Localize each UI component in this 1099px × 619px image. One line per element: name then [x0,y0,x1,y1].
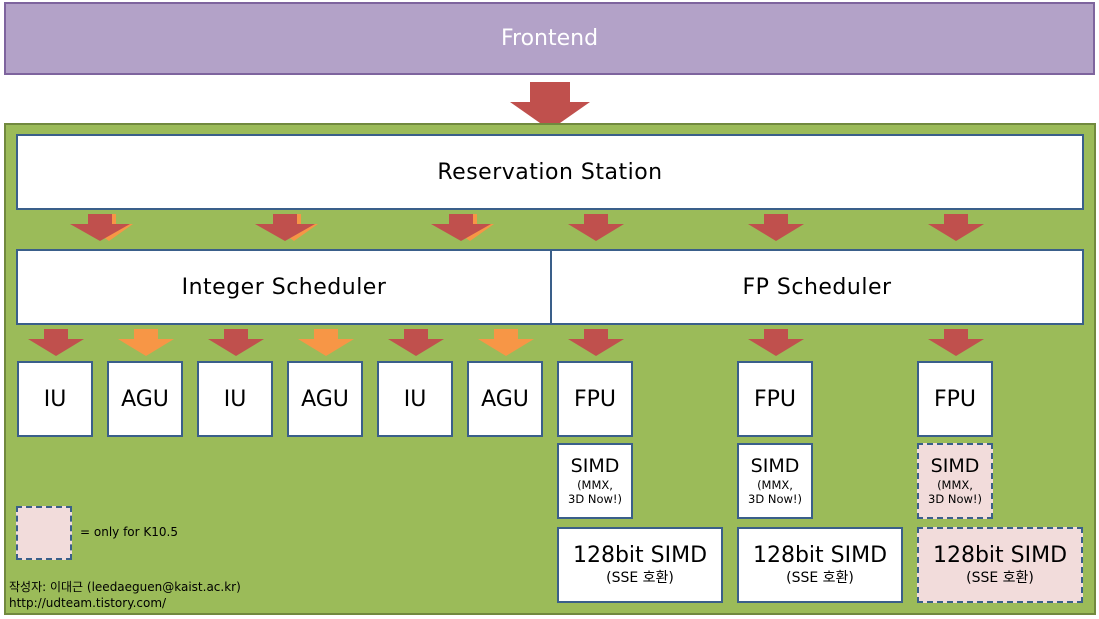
legend-swatch [16,506,72,560]
iu-unit-3: IU [377,361,453,437]
fpu-unit-3: FPU [917,361,993,437]
rs-arrow-4 [568,214,624,241]
rs-arrow-5 [748,214,804,241]
simd128-unit-1: 128bit SIMD (SSE 호환) [557,527,723,603]
simd-sub-1: (MMX, [757,478,793,492]
simd-unit-1: SIMD (MMX, 3D Now!) [557,443,633,519]
agu-arrow-2 [298,329,354,356]
simd128-title: 128bit SIMD [932,543,1068,568]
author-url: http://udteam.tistory.com/ [9,596,167,610]
agu-unit-2: AGU [287,361,363,437]
author-line: 작성자: 이대근 (leedaeguen@kaist.ac.kr) [9,580,241,594]
simd128-unit-2: 128bit SIMD (SSE 호환) [737,527,903,603]
iu-arrow-1 [28,329,84,356]
fpu-unit-2: FPU [737,361,813,437]
simd-sub-1: (MMX, [577,478,613,492]
fpu-arrow-2 [748,329,804,356]
simd-sub-2: 3D Now!) [568,492,622,506]
fpu-arrow-1 [568,329,624,356]
simd128-sub: (SSE 호환) [966,570,1034,586]
iu-arrow-2 [208,329,264,356]
author-credit: 작성자: 이대근 (leedaeguen@kaist.ac.kr) http:/… [9,579,241,611]
frontend-block: Frontend [4,2,1095,75]
simd128-sub: (SSE 호환) [786,570,854,586]
simd128-unit-3-k105: 128bit SIMD (SSE 호환) [917,527,1083,603]
fpu-arrow-3 [928,329,984,356]
fpu-unit-1: FPU [557,361,633,437]
simd-title: SIMD [930,455,980,477]
agu-unit-3: AGU [467,361,543,437]
simd-title: SIMD [750,455,800,477]
simd128-title: 128bit SIMD [752,543,888,568]
simd-title: SIMD [570,455,620,477]
simd-unit-3-k105: SIMD (MMX, 3D Now!) [917,443,993,519]
iu-unit-2: IU [197,361,273,437]
simd-sub-2: 3D Now!) [748,492,802,506]
rs-arrow-3 [431,214,494,241]
integer-scheduler: Integer Scheduler [16,249,552,325]
agu-arrow-3 [478,329,534,356]
fp-scheduler: FP Scheduler [550,249,1084,325]
reservation-station: Reservation Station [16,134,1084,210]
simd-sub-1: (MMX, [937,478,973,492]
simd-unit-2: SIMD (MMX, 3D Now!) [737,443,813,519]
simd-sub-2: 3D Now!) [928,492,982,506]
rs-arrow-1 [70,214,133,241]
rs-arrow-6 [928,214,984,241]
frontend-arrow [510,82,590,130]
agu-arrow-1 [118,329,174,356]
legend-text: = only for K10.5 [80,525,178,539]
simd128-title: 128bit SIMD [572,543,708,568]
rs-arrow-2 [255,214,318,241]
iu-arrow-3 [388,329,444,356]
iu-unit-1: IU [17,361,93,437]
simd128-sub: (SSE 호환) [606,570,674,586]
agu-unit-1: AGU [107,361,183,437]
